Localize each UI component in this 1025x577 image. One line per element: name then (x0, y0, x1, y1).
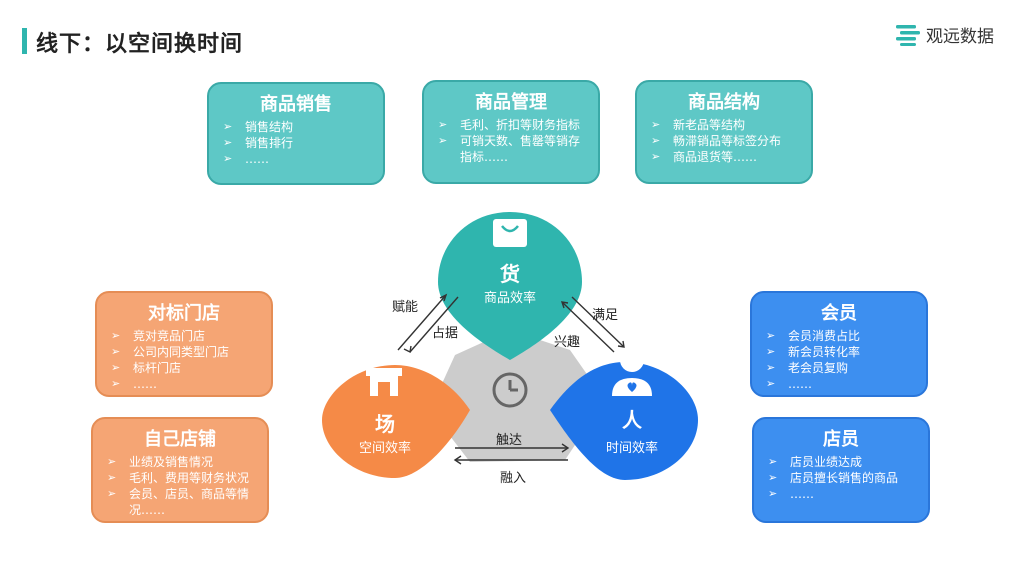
arrow-place-people (453, 443, 570, 465)
label-integrate: 融入 (500, 471, 527, 486)
list-item: ➢…… (768, 487, 814, 501)
label-satisfy: 满足 (592, 308, 619, 323)
box-title: 会员 (821, 303, 857, 324)
bullet-arrow-icon: ➢ (651, 150, 661, 163)
place-node-subtitle: 空间效率 (358, 441, 411, 456)
storefront-icon (366, 368, 402, 396)
bullet-arrow-icon: ➢ (107, 487, 117, 500)
list-item: ➢销售结构 (223, 120, 294, 134)
bullet-arrow-icon: ➢ (111, 361, 121, 374)
bullet-arrow-icon: ➢ (223, 136, 233, 149)
bullet-arrow-icon: ➢ (766, 377, 776, 390)
page-title: 线下：以空间换时间 (36, 32, 244, 57)
box-title: 对标门店 (148, 303, 220, 324)
bullet-arrow-icon: ➢ (107, 455, 117, 468)
list-item: ➢老会员复购 (766, 361, 849, 375)
bullet-arrow-icon: ➢ (111, 329, 121, 342)
center-hub (430, 330, 605, 462)
goods-node-char: 货 (500, 262, 520, 286)
list-item: ➢会员、店员、商品等情况…… (107, 487, 250, 517)
logo-text: 观远数据 (926, 27, 994, 47)
person-heart-icon (612, 348, 652, 396)
label-empower: 赋能 (392, 300, 419, 315)
list-item: ➢毛利、折扣等财务指标 (438, 118, 581, 132)
label-occupy: 占据 (432, 326, 459, 341)
bullet-arrow-icon: ➢ (768, 471, 778, 484)
box-title: 自己店铺 (144, 429, 216, 450)
box-members: 会员 ➢会员消费占比 ➢新会员转化率 ➢老会员复购 ➢…… (750, 291, 928, 397)
list-item: ➢毛利、费用等财务状况 (107, 471, 250, 485)
list-item: ➢新老品等结构 (651, 118, 746, 132)
people-node-subtitle: 时间效率 (605, 441, 658, 456)
box-title: 商品销售 (260, 94, 332, 115)
bullet-arrow-icon: ➢ (438, 134, 448, 147)
bullet-arrow-icon: ➢ (223, 120, 233, 133)
box-benchmark-stores: 对标门店 ➢竞对竞品门店 ➢公司内同类型门店 ➢标杆门店 ➢…… (95, 291, 273, 397)
shopping-bag-icon (493, 219, 527, 247)
logo-icon (896, 24, 920, 46)
people-node-char: 人 (622, 408, 642, 432)
list-item: ➢标杆门店 (111, 361, 182, 375)
arrow-place-goods (397, 293, 459, 354)
bullet-arrow-icon: ➢ (768, 455, 778, 468)
list-item: ➢新会员转化率 (766, 345, 861, 359)
bullet-arrow-icon: ➢ (107, 471, 117, 484)
label-interest: 兴趣 (554, 335, 581, 350)
bullet-arrow-icon: ➢ (223, 152, 233, 165)
box-goods-management: 商品管理 ➢毛利、折扣等财务指标 ➢可销天数、售罄等销存指标…… (422, 80, 600, 184)
box-title: 商品结构 (688, 92, 760, 113)
label-reach: 触达 (496, 433, 523, 448)
list-item: ➢会员消费占比 (766, 329, 861, 343)
goods-node-subtitle: 商品效率 (483, 291, 536, 306)
bullet-arrow-icon: ➢ (111, 345, 121, 358)
brand-logo: 观远数据 (896, 22, 994, 47)
box-own-store: 自己店铺 ➢业绩及销售情况 ➢毛利、费用等财务状况 ➢会员、店员、商品等情况…… (91, 417, 269, 523)
box-staff: 店员 ➢店员业绩达成 ➢店员擅长销售的商品 ➢…… (752, 417, 930, 523)
bullet-arrow-icon: ➢ (768, 487, 778, 500)
bullet-arrow-icon: ➢ (651, 134, 661, 147)
goods-node (438, 212, 582, 360)
bullet-arrow-icon: ➢ (766, 361, 776, 374)
bullet-arrow-icon: ➢ (766, 329, 776, 342)
place-node-char: 场 (375, 412, 395, 436)
people-node (550, 362, 698, 480)
arrow-goods-people (560, 296, 625, 353)
list-item: ➢店员业绩达成 (768, 455, 863, 469)
list-item: ➢商品退货等…… (651, 150, 758, 164)
box-title: 商品管理 (475, 92, 547, 113)
clock-icon (492, 372, 528, 408)
list-item: ➢可销天数、售罄等销存指标…… (438, 134, 581, 164)
bullet-arrow-icon: ➢ (651, 118, 661, 131)
list-item: ➢竞对竞品门店 (111, 329, 206, 343)
place-node (322, 365, 470, 478)
list-item: ➢销售排行 (223, 136, 294, 150)
box-goods-sales: 商品销售 ➢销售结构 ➢销售排行 ➢…… (207, 82, 385, 185)
list-item: ➢店员擅长销售的商品 (768, 471, 899, 485)
bullet-arrow-icon: ➢ (111, 377, 121, 390)
list-item: ➢…… (111, 377, 157, 391)
list-item: ➢公司内同类型门店 (111, 345, 230, 359)
list-item: ➢畅滞销品等标签分布 (651, 134, 782, 148)
box-title: 店员 (823, 429, 859, 450)
bullet-arrow-icon: ➢ (766, 345, 776, 358)
list-item: ➢业绩及销售情况 (107, 455, 214, 469)
box-goods-structure: 商品结构 ➢新老品等结构 ➢畅滞销品等标签分布 ➢商品退货等…… (635, 80, 813, 184)
bullet-arrow-icon: ➢ (438, 118, 448, 131)
title-accent-bar (22, 28, 27, 54)
list-item: ➢…… (766, 377, 812, 391)
list-item: ➢…… (223, 152, 269, 166)
